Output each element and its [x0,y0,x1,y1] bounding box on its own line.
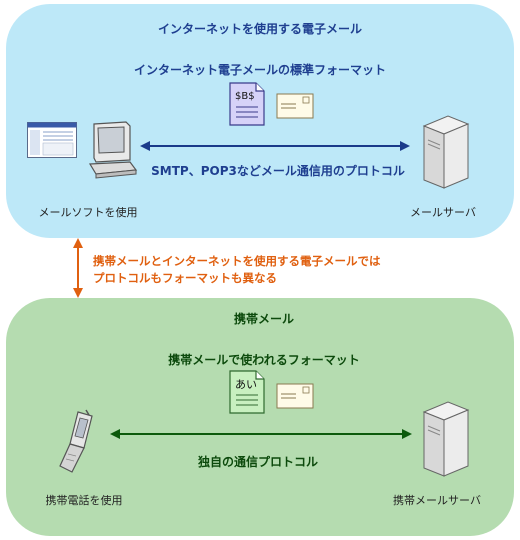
internet-mail-title: インターネットを使用する電子メール [157,22,363,36]
mobile-format-label: 携帯メールで使われるフォーマット [168,353,360,367]
internet-protocol-arrow [140,141,410,151]
document-text: $B$ [235,91,255,102]
mobile-phone-label: 携帯電話を使用 [45,494,123,507]
mail-software-label: メールソフトを使用 [38,206,138,219]
mobile-mail-server-icon [422,401,470,477]
mobile-protocol-label: 独自の通信プロトコル [197,455,319,469]
mail-software-window-icon [27,122,77,158]
internet-protocol-label: SMTP、POP3などメール通信用のプロトコル [151,164,405,178]
mail-server-icon [422,115,470,189]
document-icon: $B$ [229,82,265,126]
mobile-phone-icon [59,409,93,473]
mobile-document-text: あい [235,378,257,391]
internet-format-label: インターネット電子メールの標準フォーマット [133,63,387,77]
mail-server-label: メールサーバ [410,206,476,219]
mobile-mail-server-label: 携帯メールサーバ [393,494,481,507]
envelope-icon [276,93,314,119]
mobile-envelope-icon [276,383,314,409]
mobile-document-icon: あい [229,370,265,414]
difference-note-line2: プロトコルもフォーマットも異なる [93,271,277,285]
difference-arrow [73,238,83,298]
mobile-protocol-arrow [110,429,412,439]
difference-note-line1: 携帯メールとインターネットを使用する電子メールでは [93,254,381,268]
mobile-mail-title: 携帯メール [233,312,295,326]
pc-icon [88,121,138,179]
